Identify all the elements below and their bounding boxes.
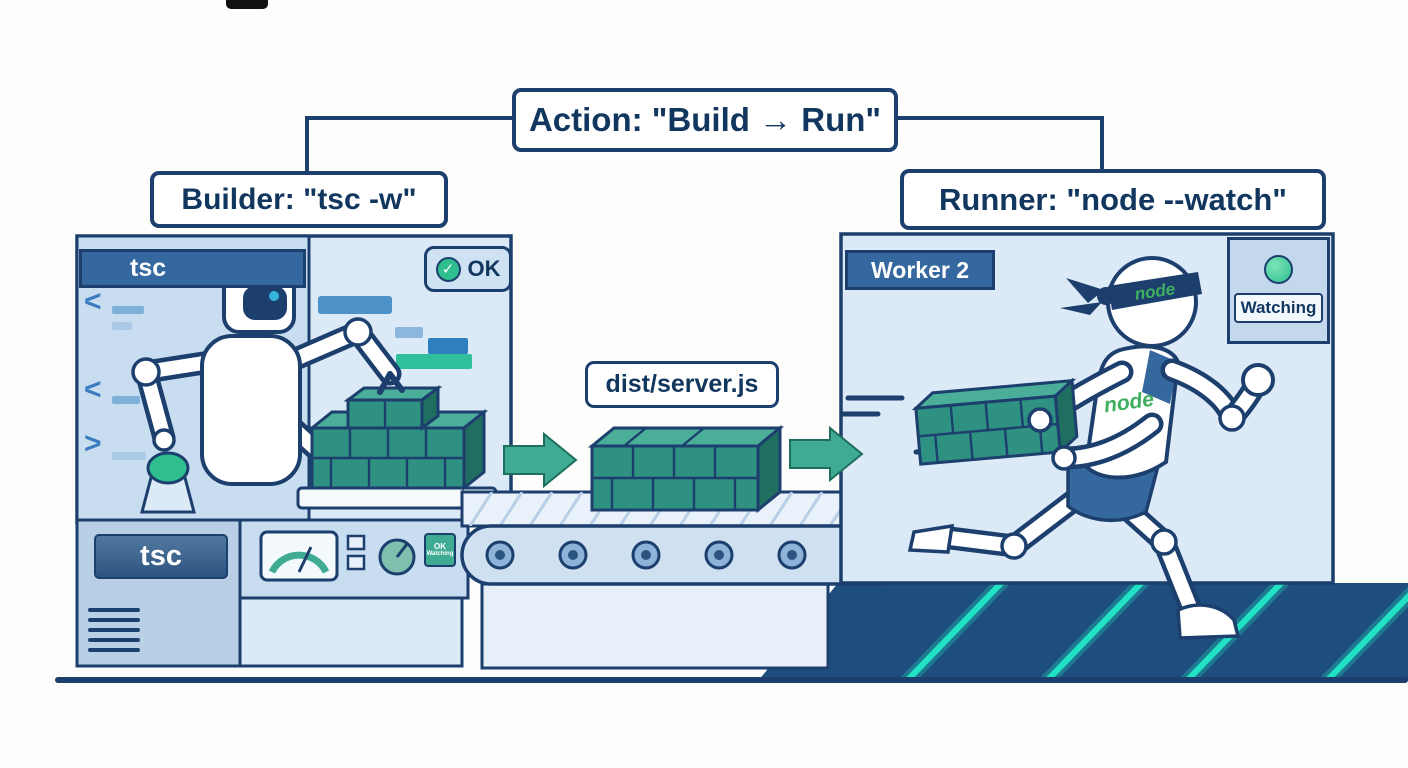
builder-robot-visor	[243, 286, 287, 320]
belt-rollers	[485, 540, 880, 570]
builder-panel-tab: tsc	[79, 249, 306, 288]
runner-label: Runner: "node --watch"	[900, 169, 1326, 230]
console-button	[346, 534, 366, 551]
watching-indicator-light	[1264, 255, 1293, 284]
check-icon: ✓	[435, 256, 461, 282]
console-button	[346, 554, 366, 571]
headband-tail	[1060, 302, 1102, 315]
console-base	[238, 596, 464, 668]
runner-robot	[907, 256, 1275, 640]
code-symbol: <	[84, 285, 102, 318]
runner-back-shoe	[907, 523, 955, 554]
track-neon-lines	[894, 583, 1408, 681]
machine-name-plate: tsc	[94, 534, 228, 579]
watching-status-panel: Watching	[1227, 237, 1330, 344]
runner-headband	[1108, 272, 1202, 310]
conveyor-support	[480, 582, 830, 670]
artifact-label: dist/server.js	[585, 361, 779, 408]
code-symbol: >	[84, 427, 102, 460]
ok-badge-text: OK	[467, 256, 501, 281]
control-console	[238, 518, 470, 668]
runner-front-shoe	[1176, 603, 1241, 640]
ground-line	[55, 677, 1408, 683]
code-lines-decoration	[112, 306, 146, 460]
build-progress-bars	[318, 296, 472, 369]
console-status-chip: OK Watching	[424, 533, 456, 567]
artifact-brick-pile	[587, 424, 785, 514]
cabinet-vents	[88, 608, 140, 652]
builder-label: Builder: "tsc -w"	[150, 171, 448, 228]
connector-lines	[305, 116, 1104, 172]
code-symbol: <	[84, 373, 102, 406]
action-label: Action: "Build → Run"	[512, 88, 898, 152]
console-chip-ok: OK	[434, 541, 446, 551]
robot-claw	[377, 371, 405, 395]
headband-tail	[1066, 278, 1104, 303]
top-edge-artifact	[226, 0, 268, 9]
flow-arrow-build	[503, 431, 578, 489]
running-track	[758, 583, 1408, 681]
ok-status-badge: ✓ OK	[424, 246, 512, 292]
flow-arrow-run	[789, 425, 864, 483]
runner-panel-tab: Worker 2	[845, 250, 995, 290]
watching-label: Watching	[1234, 293, 1323, 323]
lever-pedestal	[140, 451, 196, 514]
console-chip-watching: Watching	[426, 551, 454, 558]
runner-fist	[1241, 363, 1275, 397]
builder-robot	[131, 262, 402, 486]
builder-brick-pile	[307, 385, 489, 492]
